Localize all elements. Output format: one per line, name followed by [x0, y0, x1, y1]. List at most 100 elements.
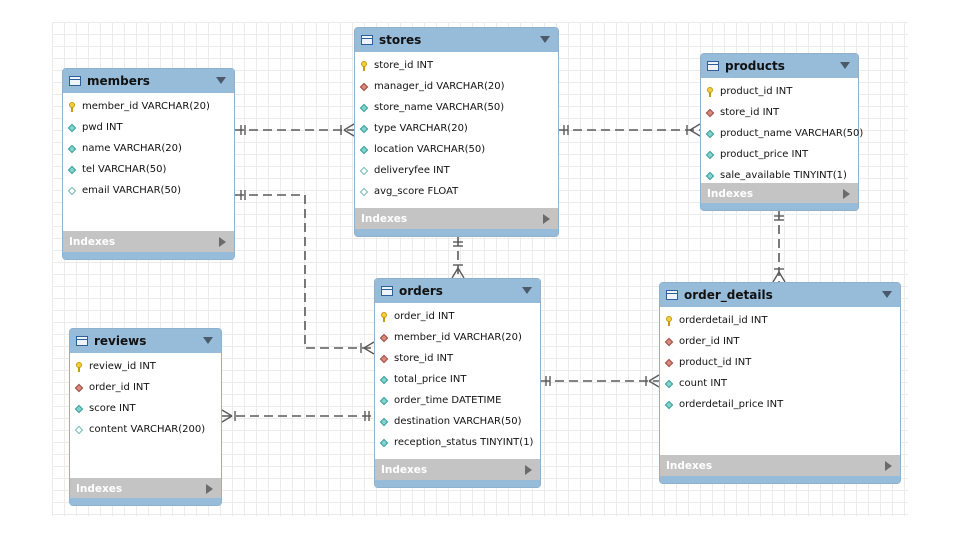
table-header[interactable]: products	[701, 54, 858, 78]
many-cardinality-mark	[457, 267, 465, 279]
primary-key-icon	[67, 101, 79, 112]
not-null-column-icon	[379, 375, 391, 385]
table-name: members	[87, 74, 150, 88]
indexes-bar[interactable]: Indexes	[70, 478, 221, 499]
column-label: email VARCHAR(50)	[82, 185, 182, 196]
column-row[interactable]: name VARCHAR(20)	[63, 138, 234, 159]
indexes-bar[interactable]: Indexes	[701, 183, 858, 204]
column-label: orderdetail_id INT	[679, 315, 768, 326]
indexes-bar[interactable]: Indexes	[660, 455, 900, 476]
column-row[interactable]: deliveryfee INT	[355, 160, 558, 181]
column-label: reception_status TINYINT(1)	[394, 437, 534, 448]
column-row[interactable]: product_price INT	[701, 144, 858, 165]
column-row[interactable]: store_id INT	[701, 102, 858, 123]
expand-arrow-icon[interactable]	[843, 189, 850, 199]
table-header[interactable]: stores	[355, 28, 558, 52]
foreign-key-icon	[705, 108, 717, 118]
column-row[interactable]: manager_id VARCHAR(20)	[355, 76, 558, 97]
column-row[interactable]: total_price INT	[375, 369, 540, 390]
column-row[interactable]: type VARCHAR(20)	[355, 118, 558, 139]
column-row[interactable]: member_id VARCHAR(20)	[63, 96, 234, 117]
indexes-bar[interactable]: Indexes	[375, 459, 540, 480]
column-row[interactable]: destination VARCHAR(50)	[375, 411, 540, 432]
column-row[interactable]: product_id INT	[701, 81, 858, 102]
column-row[interactable]: email VARCHAR(50)	[63, 180, 234, 201]
collapse-arrow-icon[interactable]	[882, 291, 892, 298]
column-row[interactable]: content VARCHAR(200)	[70, 419, 221, 440]
indexes-bar[interactable]: Indexes	[355, 208, 558, 229]
indexes-label: Indexes	[69, 235, 116, 248]
column-row[interactable]: order_id INT	[70, 377, 221, 398]
column-row[interactable]: count INT	[660, 373, 900, 394]
column-label: orderdetail_price INT	[679, 399, 784, 410]
column-row[interactable]: pwd INT	[63, 117, 234, 138]
column-row[interactable]: order_id INT	[375, 306, 540, 327]
column-row[interactable]: store_name VARCHAR(50)	[355, 97, 558, 118]
column-row[interactable]: store_id INT	[375, 348, 540, 369]
collapse-arrow-icon[interactable]	[540, 36, 550, 43]
table-name: stores	[379, 33, 422, 47]
expand-arrow-icon[interactable]	[525, 465, 532, 475]
expand-arrow-icon[interactable]	[206, 484, 213, 494]
column-label: store_id INT	[720, 107, 780, 118]
table-products[interactable]: products product_id INT store_id INT produ…	[700, 53, 863, 211]
not-null-column-icon	[379, 438, 391, 448]
column-row[interactable]: avg_score FLOAT	[355, 181, 558, 202]
not-null-column-icon	[705, 150, 717, 160]
column-row[interactable]: store_id INT	[355, 55, 558, 76]
column-row[interactable]: location VARCHAR(50)	[355, 139, 558, 160]
column-row[interactable]: score INT	[70, 398, 221, 419]
nullable-column-icon	[359, 187, 371, 197]
table-name: orders	[399, 284, 443, 298]
column-label: store_name VARCHAR(50)	[374, 102, 505, 113]
collapse-arrow-icon[interactable]	[216, 77, 226, 84]
table-header[interactable]: order_details	[660, 283, 900, 307]
table-reviews[interactable]: reviews review_id INT order_id INT score I…	[69, 328, 222, 506]
column-row[interactable]: review_id INT	[70, 356, 221, 377]
indexes-bar[interactable]: Indexes	[63, 231, 234, 252]
expand-arrow-icon[interactable]	[543, 214, 550, 224]
column-label: review_id INT	[89, 361, 156, 372]
many-cardinality-mark	[363, 341, 375, 349]
column-row[interactable]: order_id INT	[660, 331, 900, 352]
not-null-column-icon	[705, 129, 717, 139]
table-header[interactable]: reviews	[70, 329, 221, 353]
column-row[interactable]: sale_available TINYINT(1)	[701, 165, 858, 186]
collapse-arrow-icon[interactable]	[840, 62, 850, 69]
foreign-key-icon	[74, 383, 86, 393]
many-cardinality-mark	[451, 267, 459, 279]
table-name: products	[725, 59, 785, 73]
column-label: avg_score FLOAT	[374, 186, 459, 197]
foreign-key-icon	[359, 82, 371, 92]
table-order-details[interactable]: order_details orderdetail_id INT order_id…	[659, 282, 901, 484]
column-label: type VARCHAR(20)	[374, 123, 468, 134]
table-icon	[69, 76, 81, 86]
column-row[interactable]: orderdetail_id INT	[660, 310, 900, 331]
not-null-column-icon	[67, 165, 79, 175]
column-row[interactable]: member_id VARCHAR(20)	[375, 327, 540, 348]
column-label: order_id INT	[89, 382, 150, 393]
table-header[interactable]: members	[63, 69, 234, 93]
column-row[interactable]: orderdetail_price INT	[660, 394, 900, 415]
collapse-arrow-icon[interactable]	[203, 337, 213, 344]
column-label: product_id INT	[679, 357, 752, 368]
not-null-column-icon	[705, 171, 717, 181]
column-row[interactable]: order_time DATETIME	[375, 390, 540, 411]
not-null-column-icon	[664, 379, 676, 389]
column-row[interactable]: tel VARCHAR(50)	[63, 159, 234, 180]
expand-arrow-icon[interactable]	[885, 461, 892, 471]
column-label: member_id VARCHAR(20)	[82, 101, 210, 112]
indexes-label: Indexes	[381, 463, 428, 476]
column-row[interactable]: product_name VARCHAR(50)	[701, 123, 863, 144]
column-row[interactable]: reception_status TINYINT(1)	[375, 432, 540, 453]
column-label: destination VARCHAR(50)	[394, 416, 522, 427]
collapse-arrow-icon[interactable]	[522, 287, 532, 294]
column-row[interactable]: product_id INT	[660, 352, 900, 373]
expand-arrow-icon[interactable]	[219, 237, 226, 247]
column-label: total_price INT	[394, 374, 467, 385]
table-header[interactable]: orders	[375, 279, 540, 303]
